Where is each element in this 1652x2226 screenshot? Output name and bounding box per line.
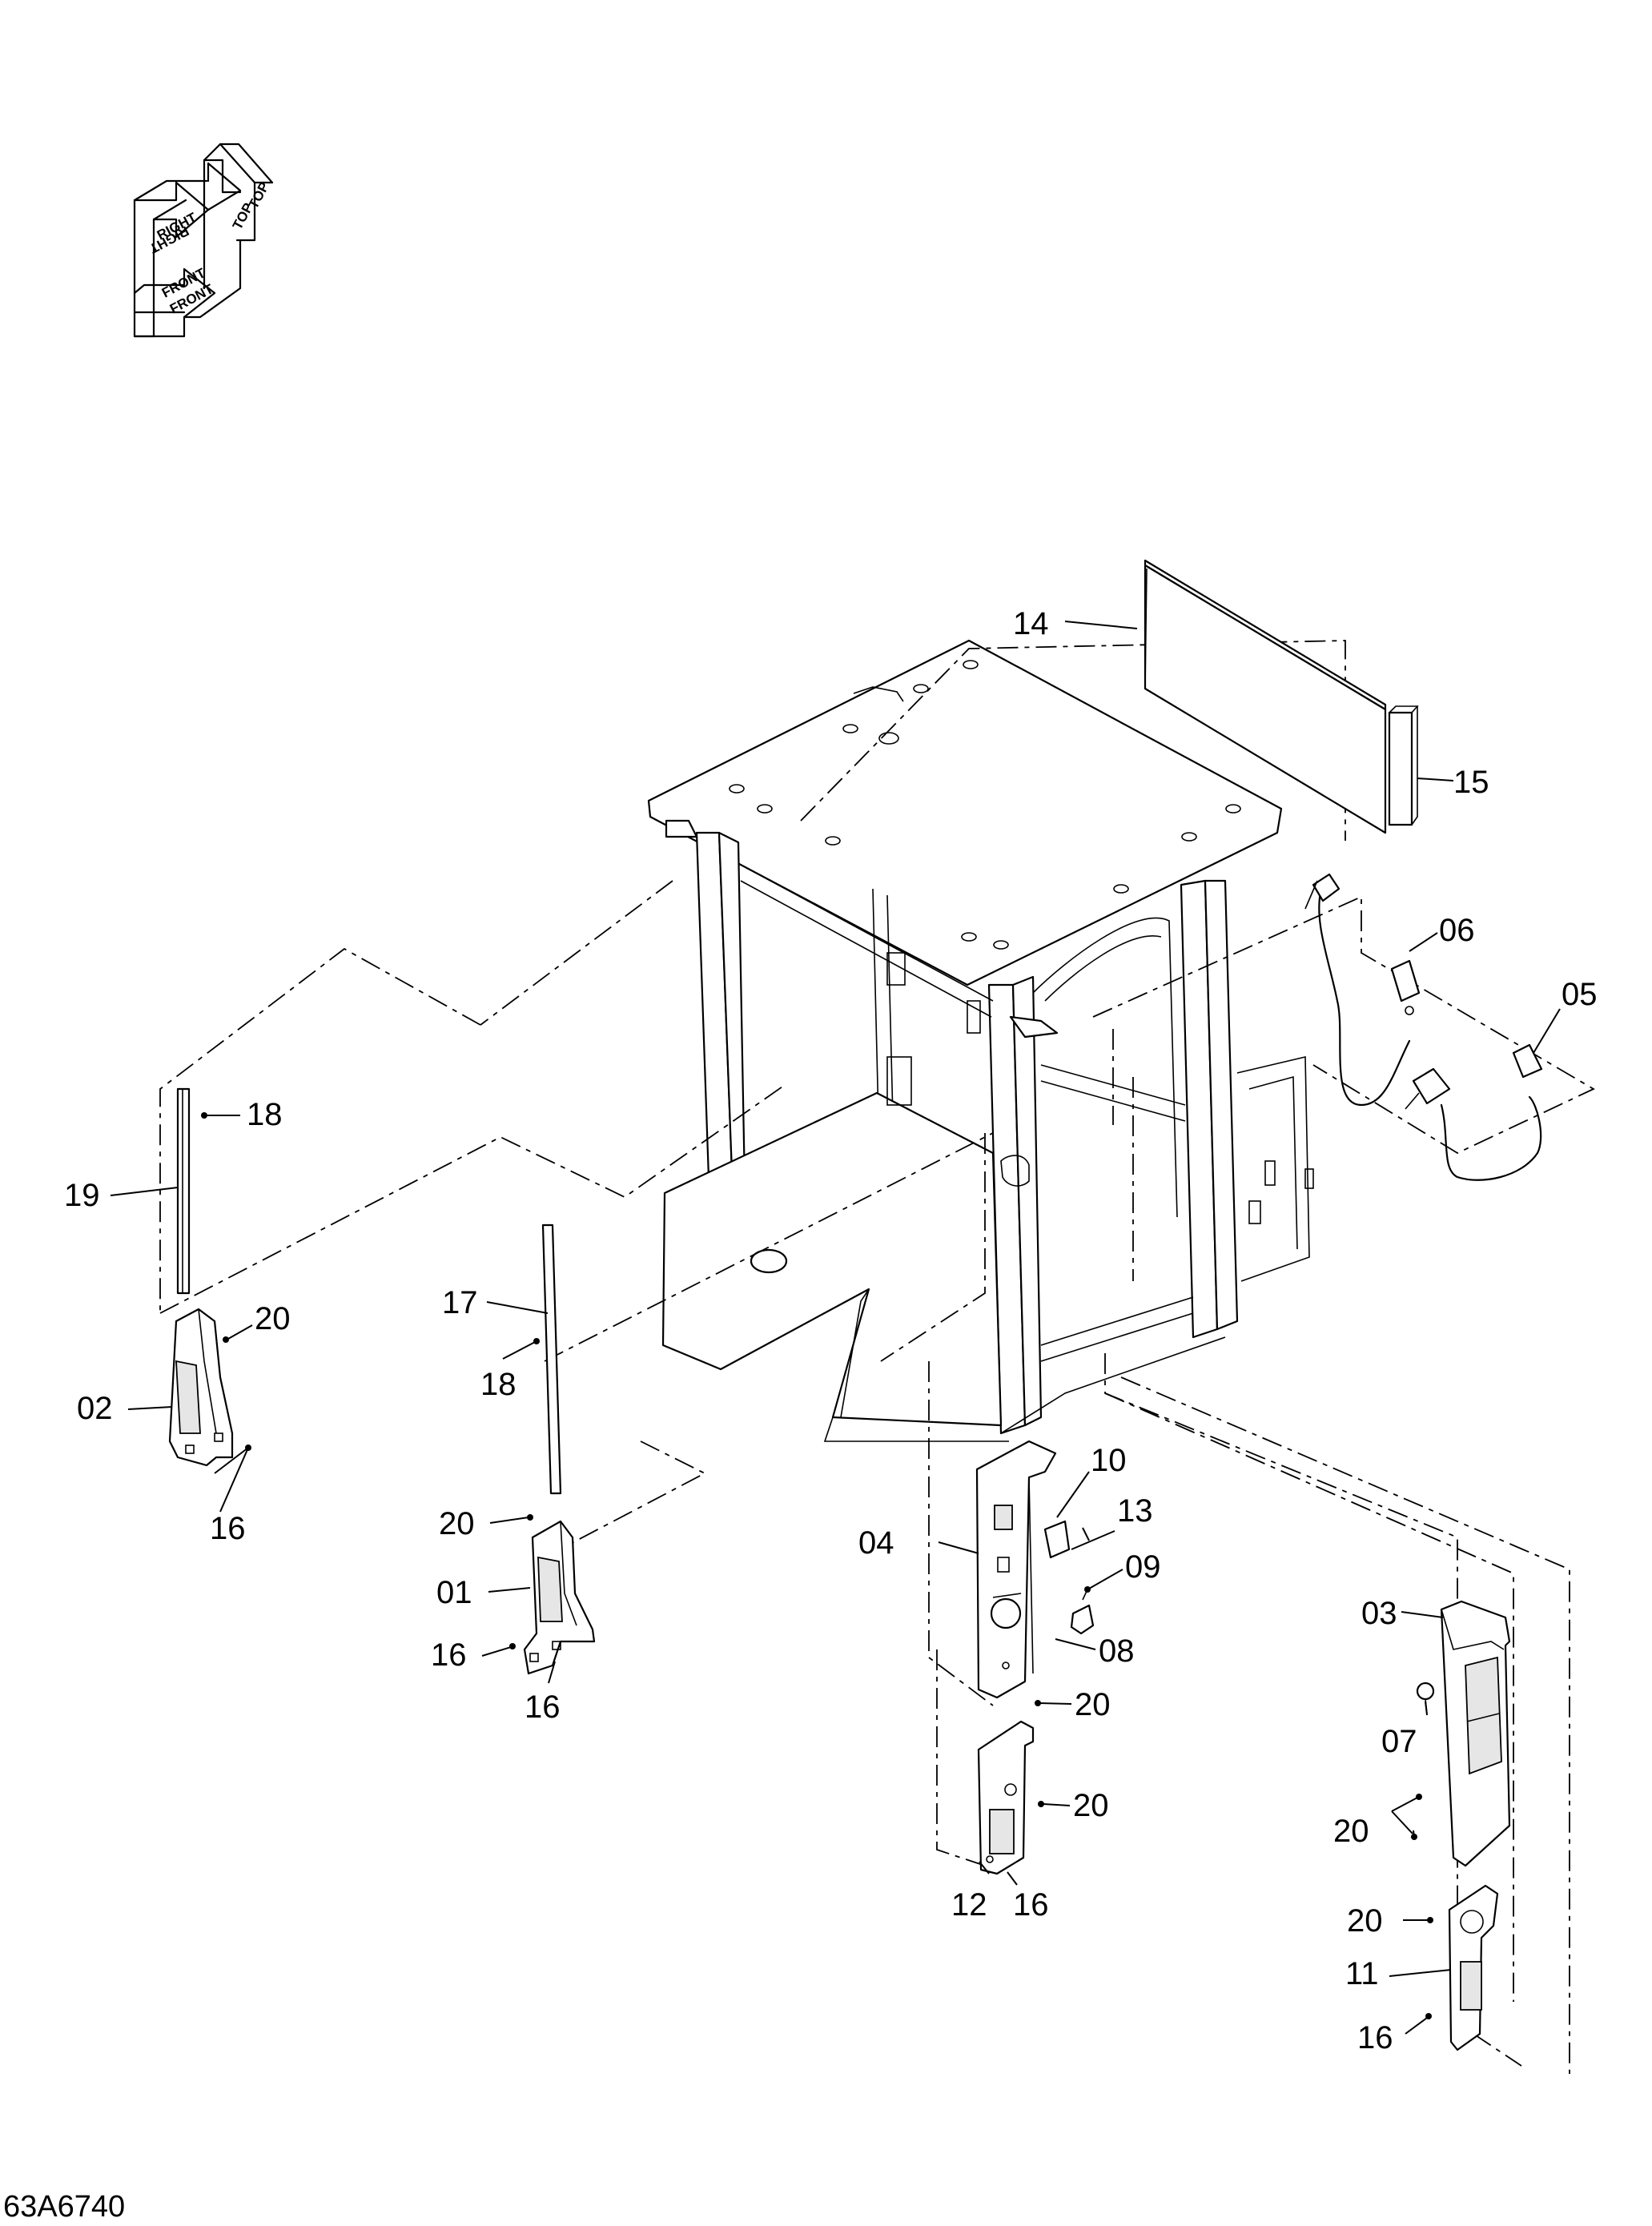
label-16d: 16 xyxy=(1013,1887,1049,1923)
label-09: 09 xyxy=(1125,1549,1161,1585)
label-04: 04 xyxy=(858,1525,894,1561)
label-15: 15 xyxy=(1453,765,1489,800)
label-05: 05 xyxy=(1562,977,1598,1012)
label-18b: 18 xyxy=(480,1367,517,1402)
label-10: 10 xyxy=(1091,1443,1127,1478)
label-19: 19 xyxy=(64,1178,100,1213)
label-12: 12 xyxy=(951,1887,987,1923)
part-19-strip xyxy=(176,1087,191,1295)
orientation-top-label-2: TOP xyxy=(246,179,272,211)
part-15-seal xyxy=(1388,705,1419,826)
part-10-cover xyxy=(1043,1520,1071,1559)
leaders xyxy=(110,621,1561,2035)
label-11: 11 xyxy=(1345,1956,1379,1991)
label-16a: 16 xyxy=(210,1511,246,1546)
part-08-switch xyxy=(1070,1589,1095,1635)
label-17: 17 xyxy=(442,1285,478,1320)
label-13: 13 xyxy=(1117,1493,1153,1529)
label-20b: 20 xyxy=(439,1506,475,1541)
label-06: 06 xyxy=(1439,913,1475,948)
label-03: 03 xyxy=(1361,1596,1397,1631)
part-02-trim xyxy=(168,1308,234,1467)
drawing-code: 63A6740 xyxy=(3,2190,125,2224)
label-02: 02 xyxy=(77,1391,113,1426)
label-08: 08 xyxy=(1099,1633,1135,1669)
assembly-lines xyxy=(159,640,1595,2074)
part-14-panel xyxy=(1144,559,1387,834)
part-04-trim xyxy=(975,1440,1057,1699)
label-16e: 16 xyxy=(1357,2020,1393,2055)
callout-labels: 14 15 06 05 18 19 20 02 16 17 18 20 01 1… xyxy=(64,606,1598,2055)
part-01-trim xyxy=(523,1520,596,1675)
label-16b: 16 xyxy=(431,1637,467,1673)
label-16c: 16 xyxy=(525,1690,561,1725)
label-18a: 18 xyxy=(247,1097,283,1132)
part-06-harness xyxy=(1304,873,1421,1107)
part-05-harness xyxy=(1405,1043,1543,1181)
label-14: 14 xyxy=(1013,606,1049,641)
part-07-fastener xyxy=(1416,1682,1435,1714)
label-20d: 20 xyxy=(1073,1788,1109,1823)
label-07: 07 xyxy=(1381,1724,1417,1759)
label-20f: 20 xyxy=(1347,1903,1383,1939)
part-03-trim xyxy=(1440,1600,1511,1867)
orientation-icon: RIGHT RIGHT TOP TOP FRONT FRONT xyxy=(133,143,274,338)
label-20c: 20 xyxy=(1075,1687,1111,1722)
part-11-trim xyxy=(1448,1884,1499,2051)
label-01: 01 xyxy=(436,1575,472,1610)
part-12-trim xyxy=(977,1720,1035,1875)
cab-frame xyxy=(647,639,1314,1442)
label-20e: 20 xyxy=(1333,1814,1369,1849)
part-17-strip xyxy=(541,1223,562,1495)
label-20a: 20 xyxy=(255,1301,291,1336)
